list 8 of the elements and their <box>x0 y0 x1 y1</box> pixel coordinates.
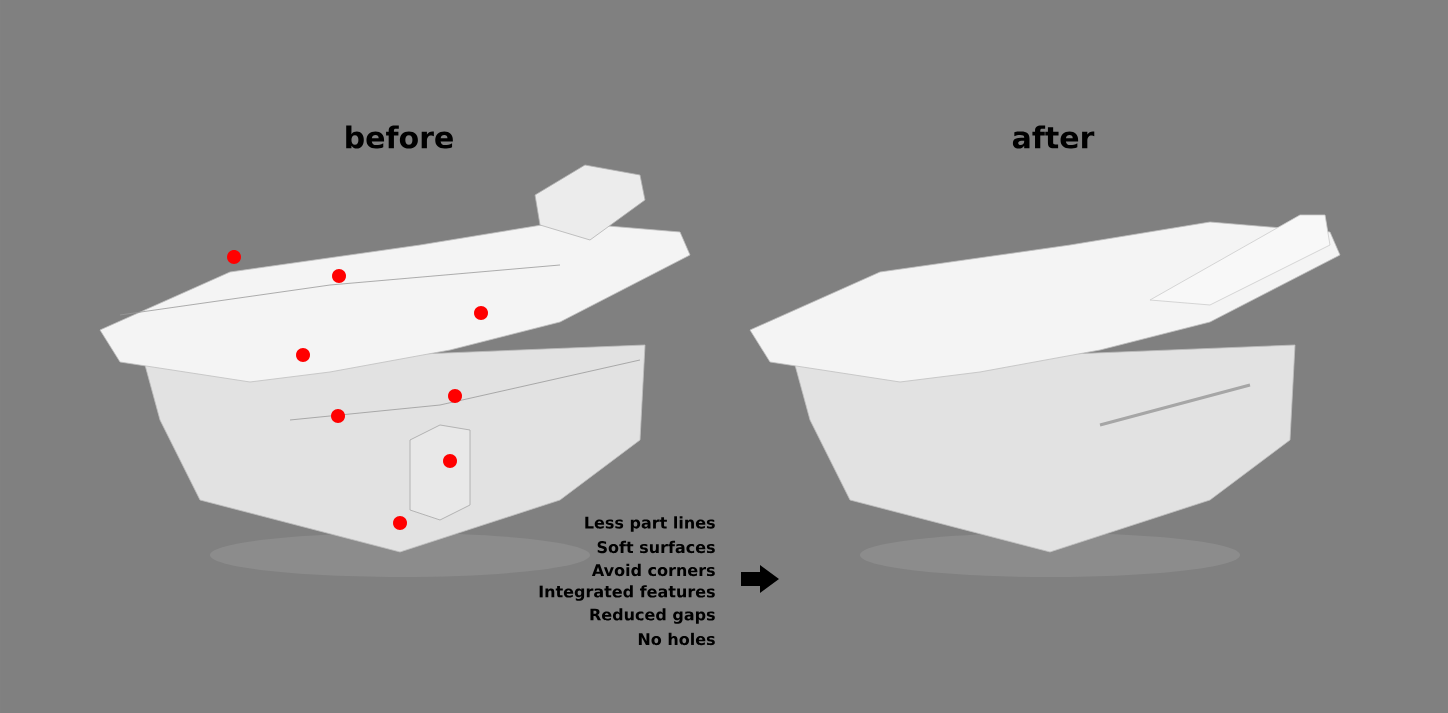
note-text: No holes <box>638 632 715 646</box>
note-text: Avoid corners <box>591 563 715 577</box>
note-text: Less part lines <box>585 516 715 532</box>
note-text: Integrated features <box>539 585 715 601</box>
note-text: Soft surfaces <box>597 540 715 554</box>
heading: before <box>346 125 453 149</box>
note-text: Reduced gaps <box>590 608 715 624</box>
heading: after <box>1012 125 1095 149</box>
